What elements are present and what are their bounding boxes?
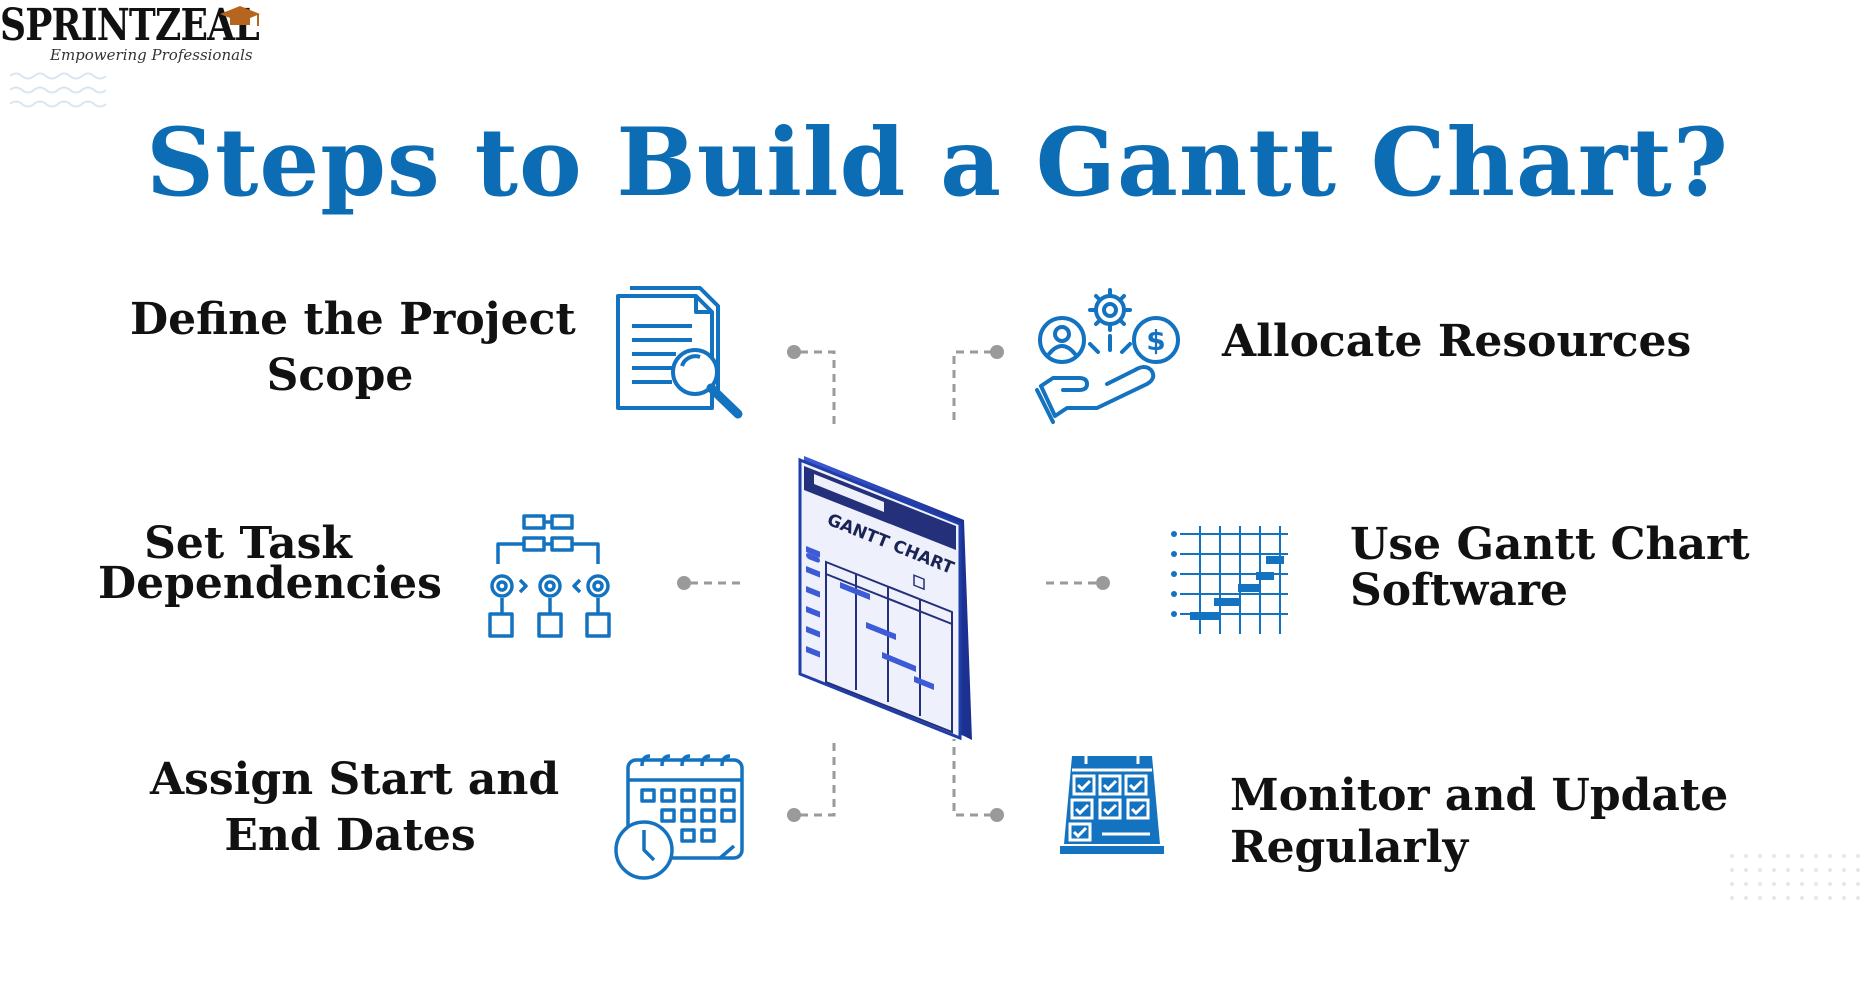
- calendar-clock-icon: [614, 754, 744, 880]
- svg-text:$: $: [1146, 324, 1165, 357]
- dot-pattern-decoration: [1730, 854, 1860, 900]
- step-label-line: Use Gantt Chart: [1350, 519, 1750, 570]
- step-monitor-update-label: Monitor and Update Regularly: [1230, 770, 1728, 874]
- step-allocate-resources-label: Allocate Resources: [1222, 314, 1691, 370]
- step-task-dependencies-label: Set Task Dependencies: [98, 518, 442, 609]
- step-label-line: Allocate Resources: [1222, 316, 1692, 367]
- dependency-flow-icon: [488, 514, 611, 638]
- brand-logo: SPRINTZEAL Empowering Professionals: [0, 0, 260, 110]
- gantt-chart-window-icon: GANTT CHART: [798, 456, 972, 741]
- step-define-scope-label: Define the Project Scope: [130, 292, 576, 404]
- step-label-line: Regularly: [1230, 822, 1469, 873]
- step-assign-dates-label: Assign Start and End Dates: [150, 752, 560, 864]
- step-label-line: End Dates: [224, 810, 476, 861]
- graduation-cap-icon: [220, 6, 260, 26]
- brand-name: SPRINTZEAL: [0, 0, 260, 51]
- hand-resources-icon: $: [1035, 288, 1180, 424]
- step-label-line: Assign Start and: [150, 754, 560, 805]
- step-label-line: Set Task: [144, 518, 352, 569]
- step-gantt-software-label: Use Gantt Chart Software: [1350, 522, 1750, 614]
- step-label-line: Software: [1350, 565, 1568, 616]
- calendar-check-icon: [1060, 756, 1164, 854]
- step-label-line: Dependencies: [98, 558, 442, 609]
- step-label-line: Monitor and Update: [1230, 770, 1729, 821]
- step-label-line: Define the Project: [130, 294, 576, 345]
- page-title: Steps to Build a Gantt Chart?: [146, 108, 1729, 218]
- step-label-line: Scope: [266, 350, 414, 401]
- document-search-icon: [616, 286, 743, 419]
- wave-decoration-icon: [10, 72, 107, 108]
- brand-tagline: Empowering Professionals: [50, 46, 253, 64]
- gantt-grid-icon: [1171, 526, 1288, 634]
